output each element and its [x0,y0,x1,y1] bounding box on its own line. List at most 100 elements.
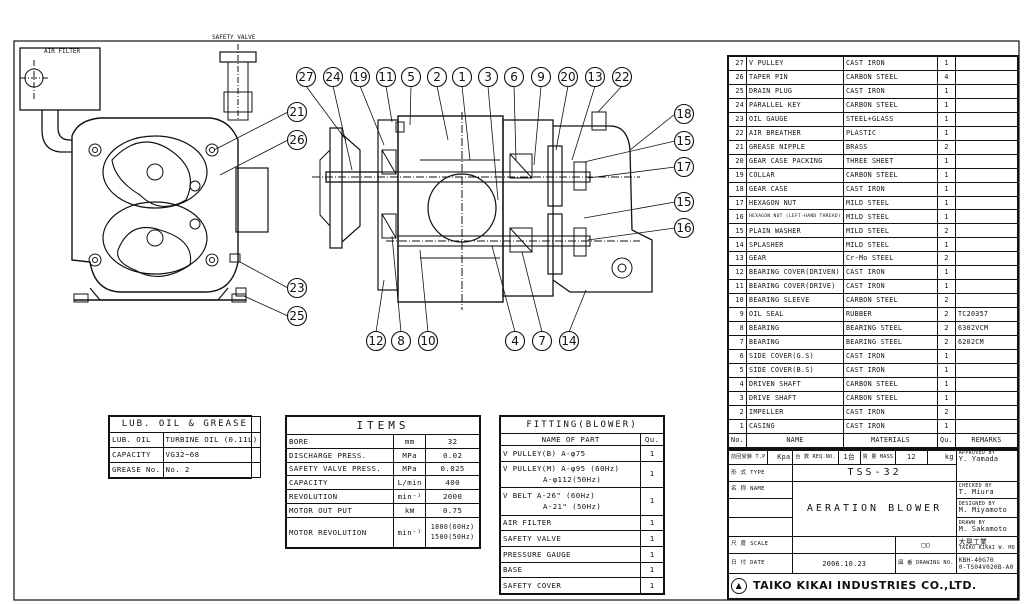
parts-qty: 1 [936,181,956,197]
fitting-qty: 1 [640,561,664,579]
parts-material: CAST IRON [842,349,938,364]
parts-name: GEAR CASE PACKING [746,153,844,169]
parts-remarks [954,97,1019,113]
parts-name: BEARING [746,335,844,351]
item-label: BORE [285,434,395,449]
item-label: CAPACITY [285,475,395,491]
tb-date-value: 2006.10.23 [792,553,897,575]
fitting-qty: 1 [640,545,664,563]
parts-qty: 4 [936,69,956,85]
item-value: 400 [425,475,480,491]
parts-no: 4 [728,376,747,392]
parts-qty: 1 [936,111,956,127]
parts-name: BEARING SLEEVE [746,293,844,309]
parts-no: 1 [728,418,747,434]
item-unit: L/min [393,475,427,491]
parts-remarks [954,376,1019,392]
parts-no: 17 [728,195,747,211]
item-unit: MPa [393,447,427,463]
parts-material: CAST IRON [842,83,938,99]
parts-no: 26 [728,69,747,85]
parts-no: 2 [728,404,747,420]
parts-name: DRIVE SHAFT [746,390,844,406]
parts-qty: 1 [936,265,956,281]
parts-name: GREASE NIPPLE [746,139,844,155]
item-unit: kW [393,503,427,518]
parts-no: 27 [728,56,747,71]
tb-drawing-no-1: KBH-40G70 [958,556,994,564]
tb-scale-label: 尺 度 SCALE [727,535,794,555]
item-value: 0.02 [425,447,480,463]
item-label: MOTOR OUT PUT [285,503,395,518]
parts-no: 20 [728,153,747,169]
parts-qty: 1 [936,209,956,225]
parts-qty: 1 [936,376,956,392]
parts-material: CARBON STEEL [842,390,938,406]
parts-material: CAST IRON [842,181,938,197]
parts-remarks [954,237,1019,253]
parts-material: BRASS [842,139,938,155]
parts-material: PLASTIC [842,125,938,141]
balloon-27: 27 [298,70,313,84]
parts-remarks [954,153,1019,169]
parts-qty: 2 [936,139,956,155]
parts-no: 12 [728,265,747,281]
fitting-qty: 1 [640,445,664,462]
lub-title: LUB. OIL & GREASE [109,416,261,433]
parts-qty: 1 [936,279,956,295]
item-value: 1500(50Hz) [430,532,475,541]
parts-name: SPLASHER [746,237,844,253]
tb-checked-label: CHECKED BY [958,483,992,490]
parts-remarks [954,251,1019,267]
tb-drawn-label: DRAWN BY [958,519,986,526]
parts-qty: 1 [936,349,956,364]
tb-checked-name: T. Miura [958,488,994,497]
parts-name: HEXAGON NUT (LEFT-HAND THREAD) [746,209,844,225]
balloon-5: 5 [407,70,415,84]
parts-remarks [954,83,1019,99]
fitting-row: V PULLEY(M) A-φ95 (60Hz) [503,464,620,474]
parts-no: 7 [728,335,747,351]
lub-row-value: VG32~68 [162,447,261,463]
parts-qty: 1 [936,56,956,71]
parts-name: BEARING COVER(DRIVE) [746,279,844,295]
parts-remarks [954,139,1019,155]
parts-name: IMPELLER [746,404,844,420]
parts-name: HEXAGON NUT [746,195,844,211]
fitting-row-sub: A-φ112(50Hz) [543,475,602,485]
parts-material: CARBON STEEL [842,293,938,309]
parts-name: BEARING COVER(DRIVEN) [746,265,844,281]
parts-remarks [954,167,1019,183]
tb-date-label: 日 付 DATE [727,553,794,575]
balloon-24: 24 [325,70,340,84]
item-value: 0.025 [425,461,480,477]
company-logo-icon: ▲ [731,578,747,595]
parts-no: 5 [728,362,747,378]
parts-remarks [954,125,1019,141]
fitting-qty: 1 [640,530,664,547]
item-label: SAFETY VALVE PRESS. [285,461,395,477]
parts-material: MILD STEEL [842,195,938,211]
parts-name: OIL GAUGE [746,111,844,127]
item-unit: mm [393,434,427,449]
parts-material: CAST IRON [842,279,938,295]
fitting-row: SAFETY VALVE [499,530,642,547]
projection-symbol-icon: □◯ [895,535,957,555]
item-value: 0.75 [425,503,480,518]
parts-name: DRAIN PLUG [746,83,844,99]
parts-no: 13 [728,251,747,267]
parts-remarks [954,181,1019,197]
item-unit: min⁻¹ [393,489,427,505]
balloon-19: 19 [352,70,367,84]
parts-material: CAST IRON [842,362,938,378]
balloon-6: 6 [510,70,518,84]
parts-name: PLAIN WASHER [746,223,844,239]
